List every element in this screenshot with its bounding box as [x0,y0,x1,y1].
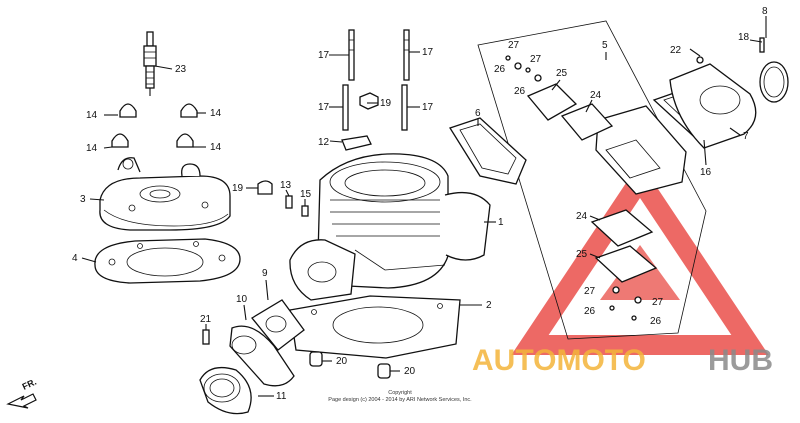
callout-9: 9 [262,268,268,279]
callout-7: 7 [743,131,749,142]
callout-14: 14 [210,142,222,153]
callout-27: 27 [584,286,596,297]
callout-27: 27 [508,40,520,51]
callout-13: 13 [280,180,292,191]
callout-17: 17 [422,47,434,58]
copyright-notice: Copyright Page design (c) 2004 - 2014 by… [328,390,472,403]
front-direction-arrow: FR. [6,377,38,409]
hose-clamp [759,37,789,103]
callout-10: 10 [236,294,248,305]
intake-manifold [652,56,757,149]
fr-label: FR. [21,377,38,392]
callout-26: 26 [584,306,596,317]
svg-text:Page design (c) 2004 - 2014 by: Page design (c) 2004 - 2014 by ARI Netwo… [328,397,472,403]
watermark-part1: AUTOMOTO [472,344,646,377]
callout-17: 17 [318,50,330,61]
reed-valve-gasket [449,117,527,185]
callout-22: 22 [670,45,682,56]
callout-16: 16 [700,167,712,178]
studs [342,29,410,131]
leader-lines [81,16,767,397]
callout-8: 8 [762,6,768,17]
reed-valve-body [595,105,687,195]
watermark-part2: HUB [708,344,773,377]
callout-25: 25 [576,249,588,260]
callout-12: 12 [318,137,330,148]
callout-labels: 23 14 14 14 14 3 4 17 17 17 17 19 12 19 … [72,6,768,402]
callout-26: 26 [494,64,506,75]
callout-14: 14 [210,108,222,119]
callout-15: 15 [300,189,312,200]
callout-19: 19 [232,183,244,194]
small-hardware [257,92,379,217]
reed-screws [505,55,642,321]
watermark-text: AUTOMOTO HUB [472,344,773,377]
callout-24: 24 [590,90,602,101]
cap-nuts [111,103,198,148]
reed-valve-group-outline [477,20,707,340]
callout-3: 3 [80,194,86,205]
callout-6: 6 [475,108,481,119]
callout-25: 25 [556,68,568,79]
callout-24: 24 [576,211,588,222]
callout-21: 21 [200,314,212,325]
callout-1: 1 [498,217,504,228]
callout-27: 27 [652,297,664,308]
svg-text:Copyright: Copyright [388,390,412,396]
spark-plug [143,31,157,96]
callout-17: 17 [318,102,330,113]
callout-26: 26 [514,86,526,97]
callout-27: 27 [530,54,542,65]
callout-17: 17 [422,102,434,113]
callout-14: 14 [86,143,98,154]
callout-11: 11 [276,391,287,402]
head-gasket [94,238,241,284]
callout-18: 18 [738,32,750,43]
cylinder [289,153,491,301]
callout-26: 26 [650,316,662,327]
base-gasket [289,295,461,359]
cylinder-head [99,157,231,231]
callout-4: 4 [72,253,78,264]
callout-20: 20 [336,356,348,367]
callout-2: 2 [486,300,492,311]
callout-5: 5 [602,40,608,51]
callout-20: 20 [404,366,416,377]
callout-14: 14 [86,110,98,121]
callout-23: 23 [175,64,187,75]
callout-19: 19 [380,98,392,109]
reed-petals [526,83,658,283]
exhaust-joint [199,299,305,415]
